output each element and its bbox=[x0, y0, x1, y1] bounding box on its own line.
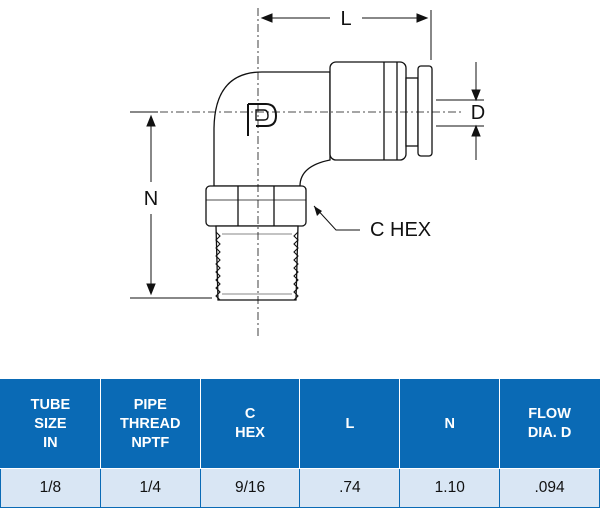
header-c-hex: C HEX bbox=[199, 379, 301, 469]
dimension-d bbox=[436, 62, 484, 160]
specification-table: TUBE SIZE IN PIPE THREAD NPTF C HEX L N … bbox=[0, 379, 600, 508]
header-n: N bbox=[399, 379, 501, 469]
header-l: L bbox=[299, 379, 401, 469]
dimension-l bbox=[260, 10, 432, 60]
header-pipe-thread: PIPE THREAD NPTF bbox=[99, 379, 201, 469]
header-flow-dia: FLOW DIA. D bbox=[499, 379, 600, 469]
release-flange bbox=[417, 65, 433, 157]
elbow-body bbox=[213, 71, 331, 187]
fitting-drawing: L N D C HEX bbox=[130, 8, 485, 338]
hex-section bbox=[205, 185, 307, 227]
cell-n: 1.10 bbox=[399, 468, 501, 508]
cell-c-hex: 9/16 bbox=[199, 468, 301, 508]
hex-label: C HEX bbox=[370, 219, 431, 241]
cell-pipe-thread: 1/4 bbox=[99, 468, 201, 508]
cell-tube-size: 1/8 bbox=[0, 468, 101, 508]
header-tube-size: TUBE SIZE IN bbox=[0, 379, 101, 469]
table-row: 1/8 1/4 9/16 .74 1.10 .094 bbox=[0, 468, 600, 508]
dimension-d-label: D bbox=[471, 102, 485, 124]
thread-section bbox=[215, 225, 299, 301]
thread-teeth bbox=[215, 231, 299, 301]
brand-logo-icon bbox=[247, 103, 278, 136]
dimension-n-label: N bbox=[144, 188, 158, 210]
dimension-l-label: L bbox=[340, 8, 351, 30]
collet-body bbox=[329, 61, 407, 161]
table-header-row: TUBE SIZE IN PIPE THREAD NPTF C HEX L N … bbox=[0, 379, 600, 469]
dimension-n bbox=[130, 111, 212, 299]
hex-leader-line bbox=[313, 205, 360, 231]
cell-flow-dia: .094 bbox=[499, 468, 600, 508]
cell-l: .74 bbox=[299, 468, 401, 508]
